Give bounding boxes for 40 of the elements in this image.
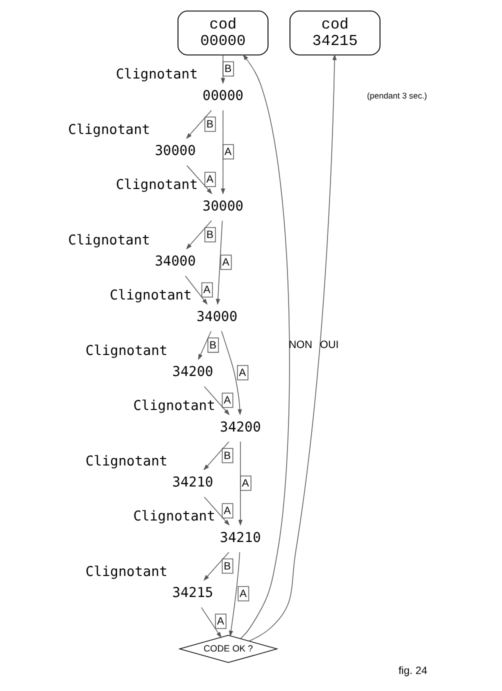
node-text: 34000 bbox=[196, 308, 238, 325]
edge-label: A bbox=[242, 477, 249, 490]
node-label: Clignotant bbox=[133, 508, 216, 525]
edge-label: A bbox=[216, 615, 224, 628]
edge-label: B bbox=[209, 339, 216, 352]
edge-label: A bbox=[224, 505, 231, 518]
edge-label: B bbox=[224, 560, 231, 572]
node-text: 34200 bbox=[172, 364, 214, 380]
node-text: 34215 bbox=[172, 585, 214, 602]
edge-label: A bbox=[203, 284, 210, 296]
node-label: Clignotant bbox=[133, 398, 216, 414]
node-label: Clignotant bbox=[86, 453, 168, 470]
edge-label: B bbox=[206, 118, 214, 130]
edge-label: A bbox=[238, 366, 246, 379]
node-label: Clignotant bbox=[68, 122, 150, 138]
edge-label: A bbox=[206, 174, 214, 186]
edge-label: A bbox=[224, 146, 232, 158]
node-label: Clignotant bbox=[110, 288, 192, 304]
node-text: 34210 bbox=[220, 530, 261, 546]
edge-label: B bbox=[224, 450, 231, 462]
node-label: Clignotant bbox=[86, 564, 168, 580]
node-text: 34000 bbox=[154, 254, 196, 270]
edge-label: B bbox=[206, 228, 214, 241]
node-label: Clignotant bbox=[116, 177, 198, 194]
caption: fig. 24 bbox=[398, 665, 428, 678]
edge-label: NON bbox=[288, 338, 312, 351]
node-text: 34200 bbox=[220, 419, 261, 436]
node-label: Clignotant bbox=[86, 342, 168, 359]
edge-label: A bbox=[224, 394, 231, 407]
node-label: Clignotant bbox=[68, 232, 150, 248]
node-text: 30000 bbox=[154, 143, 196, 160]
node-text: 34210 bbox=[172, 474, 214, 491]
node-text: 30000 bbox=[202, 198, 244, 214]
node-label: Clignotant bbox=[116, 66, 198, 83]
edge-label: A bbox=[222, 256, 230, 268]
edge-label: B bbox=[224, 63, 232, 76]
edge-label: A bbox=[240, 588, 247, 600]
node-text: 00000 bbox=[202, 88, 244, 104]
edge-label: OUI bbox=[320, 338, 339, 351]
label: (pendant 3 sec.) bbox=[366, 90, 428, 101]
